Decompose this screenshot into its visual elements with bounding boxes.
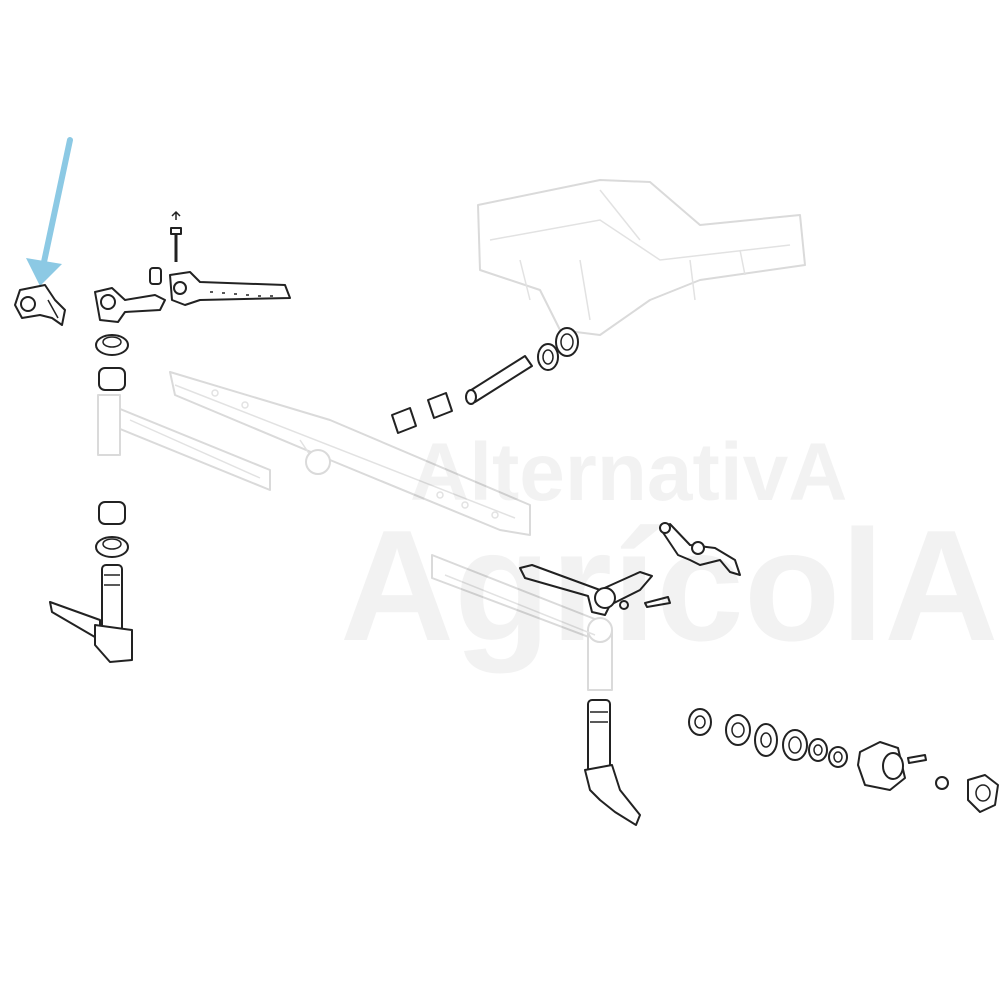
hub-assembly (688, 708, 999, 813)
king-pin-set (391, 327, 579, 434)
arrow-down-icon (26, 137, 73, 286)
stub-axle-right[interactable] (584, 699, 641, 826)
front-support-frame (477, 179, 806, 336)
steering-lever[interactable] (94, 287, 166, 323)
steering-arm-left[interactable] (14, 284, 66, 326)
bush-small (149, 267, 162, 285)
bolt-top (170, 210, 182, 262)
axle-extension-left (97, 394, 271, 491)
track-rod-arm-right[interactable] (519, 564, 671, 616)
bush-rings-left (95, 334, 129, 558)
watermark: AlternativA AgrícolA (340, 427, 998, 674)
stub-axle-left[interactable] (49, 564, 133, 663)
axle-extension-right (431, 554, 613, 691)
steering-arm-right[interactable] (659, 522, 741, 576)
drop-arm[interactable] (169, 271, 291, 306)
axle-beam (169, 371, 531, 536)
